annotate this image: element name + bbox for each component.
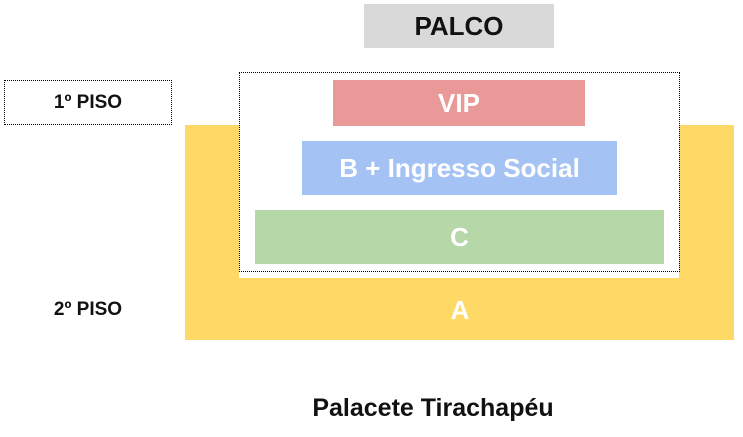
section-b: B + Ingresso Social bbox=[302, 141, 617, 195]
second-floor-label: 2º PISO bbox=[53, 299, 123, 320]
section-vip: VIP bbox=[333, 80, 585, 126]
first-floor-label: 1º PISO bbox=[4, 80, 172, 125]
venue-title: Palacete Tirachapéu bbox=[312, 393, 554, 422]
stage-block: PALCO bbox=[364, 4, 554, 48]
section-a-label: A bbox=[450, 294, 470, 325]
first-floor-outline bbox=[239, 72, 680, 272]
section-c: C bbox=[255, 210, 664, 264]
